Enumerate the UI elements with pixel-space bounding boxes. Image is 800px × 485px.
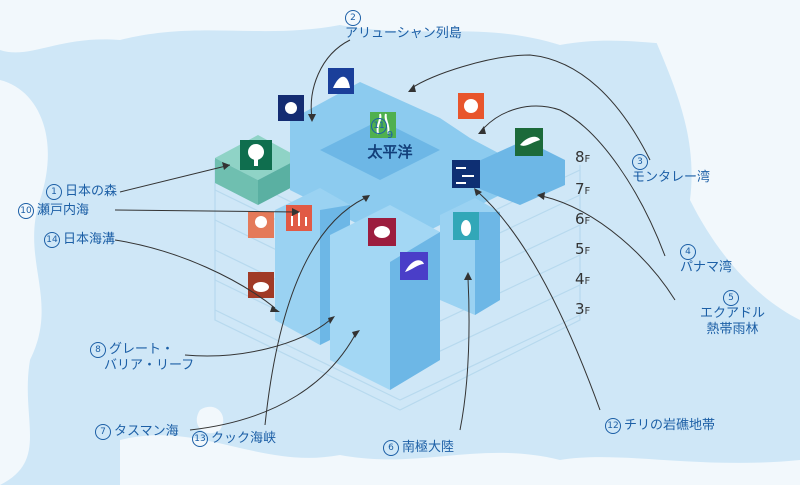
label-13-text: クック海峡: [211, 431, 277, 446]
label-3-number: 3: [632, 154, 648, 170]
floor-3-unit: F: [584, 306, 591, 317]
floor-7-unit: F: [584, 186, 591, 197]
label-10-text: 瀬戸内海: [37, 203, 90, 218]
label-7-text: タスマン海: [114, 424, 179, 439]
pufferfish-icon: [458, 93, 484, 119]
label-12-number: 12: [605, 418, 621, 434]
label-8-number: 8: [90, 342, 106, 358]
label-3-text: モンタレー湾: [632, 170, 711, 185]
label-5-text-1: エクアドル: [700, 306, 766, 321]
floor-4-number: 4: [575, 270, 585, 288]
turtle-icon: [368, 218, 396, 246]
label-7-number: 7: [95, 424, 111, 440]
label-14-text: 日本海溝: [63, 232, 116, 247]
label-10-number: 10: [18, 203, 34, 219]
label-5-number: 5: [723, 290, 739, 306]
floor-3-number: 3: [575, 300, 585, 318]
floor-label-5: 5F: [575, 240, 590, 258]
land-mass-south: [120, 435, 800, 485]
fish-school-icon: [452, 160, 480, 188]
floor-6-unit: F: [584, 216, 591, 227]
floor-8-number: 8: [575, 148, 585, 166]
tree-icon: [240, 140, 272, 170]
bird-icon: [515, 128, 543, 156]
floor-5-unit: F: [584, 246, 591, 257]
label-8-text-2: バリア・リーフ: [104, 358, 195, 373]
label-11-number-wrap: 11: [371, 118, 390, 134]
label-2-text: アリューシャン列島: [345, 26, 462, 41]
label-11-number: 11: [371, 118, 387, 134]
floor-4-unit: F: [584, 276, 591, 287]
land-mass-west: [0, 80, 48, 485]
label-2-number: 2: [345, 10, 361, 26]
label-1-number: 1: [46, 184, 62, 200]
floor-6-number: 6: [575, 210, 585, 228]
octopus-icon: [248, 212, 274, 238]
label-1-text: 日本の森: [65, 184, 118, 199]
floor-5-number: 5: [575, 240, 585, 258]
dolphin-icon: [400, 252, 428, 280]
label-pacific-ocean: 9 太平洋: [362, 130, 418, 162]
land-mass-north: [0, 0, 800, 53]
leader-lines: [114, 39, 676, 431]
label-5-text-2: 熱帯雨林: [706, 322, 759, 337]
arrow-heads: [222, 84, 545, 338]
label-14-number: 14: [44, 232, 60, 248]
label-9-text: 太平洋: [367, 143, 413, 161]
label-13-number: 13: [192, 431, 208, 447]
crab-icon: [248, 272, 274, 298]
floor-label-7: 7F: [575, 180, 590, 198]
otter-icon: [278, 95, 304, 121]
floor-7-number: 7: [575, 180, 585, 198]
label-4-number: 4: [680, 244, 696, 260]
penguin-icon: [453, 212, 479, 240]
label-4-text: パナマ湾: [680, 260, 733, 275]
label-8-text-1: グレート・: [109, 342, 175, 357]
island-small: [196, 406, 224, 434]
label-12-text: チリの岩礁地帯: [624, 418, 716, 433]
coral-icon: [286, 205, 312, 231]
floor-8-unit: F: [584, 154, 591, 165]
floor-label-3: 3F: [575, 300, 590, 318]
label-6-number: 6: [383, 440, 399, 456]
floor-label-8: 8F: [575, 148, 590, 166]
floor-label-4: 4F: [575, 270, 590, 288]
label-9-number: 9: [386, 130, 394, 141]
label-6-text: 南極大陸: [402, 440, 455, 455]
land-mass-east: [640, 0, 800, 320]
floor-label-6: 6F: [575, 210, 590, 228]
sealion-icon: [328, 68, 354, 94]
